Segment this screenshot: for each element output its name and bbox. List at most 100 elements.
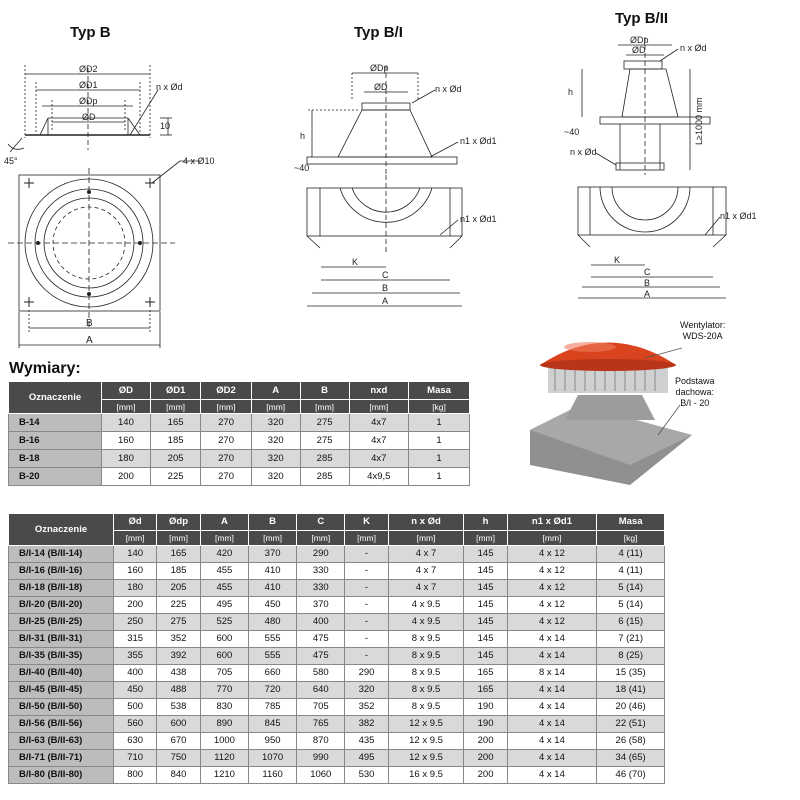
table-cell: - [344,647,389,665]
table-cell: 410 [247,562,298,580]
table-b1-b2: Oznaczenie Ød Ødp A B C K n x Ød h n1 x … [8,513,665,784]
table-cell: 392 [156,647,201,665]
table-cell: 185 [156,562,201,580]
table-cell: 275 [299,413,350,432]
table-cell: 200 [463,749,508,767]
table-cell: 8 x 9.5 [387,647,465,665]
table-cell: 4 x 14 [506,766,598,784]
table-b1-unit: [mm] [296,530,346,546]
row-designation: B/I-40 (B/II-40) [8,664,114,682]
table-cell: 145 [463,579,508,597]
table-cell: 710 [112,749,158,767]
table-b-unit: [kg] [408,399,470,414]
table-cell: 4 x 14 [506,681,598,699]
typ-b2-label-n1: n1 x Ød1 [720,211,757,221]
table-cell: 4 x 9.5 [387,613,465,631]
table-cell: 145 [463,562,508,580]
table-cell: 750 [156,749,201,767]
table-cell: 275 [299,431,350,450]
table-b1-unit: [mm] [344,530,389,546]
table-cell: 600 [199,630,250,648]
table-cell: 438 [156,664,201,682]
table-b1-header: A [199,513,250,531]
table-cell: 34 (65) [596,749,665,767]
row-designation: B/I-16 (B/II-16) [8,562,114,580]
table-cell: 165 [156,545,201,563]
table-cell: 4 x 7 [387,545,465,563]
table-b-header: nxd [348,381,410,400]
table-cell: 8 x 14 [506,664,598,682]
table-b-header: Masa [408,381,470,400]
table-cell: 1 [408,413,470,432]
table-cell: 4 x 12 [506,562,598,580]
table-cell: 4x9,5 [348,467,410,486]
table-b-header: ØD [101,381,151,400]
table-cell: 4 x 14 [506,698,598,716]
table-cell: 285 [299,467,350,486]
table-cell: 200 [463,732,508,750]
table-cell: 205 [156,579,201,597]
table-cell: 140 [101,413,151,432]
typ-b1-label-40: ~40 [294,163,309,173]
table-cell: - [344,545,389,563]
table-cell: 4 (11) [596,545,665,563]
table-cell: 555 [247,630,298,648]
table-b-unit: [mm] [250,399,301,414]
typ-b2-label-dp: ØDp [630,35,649,45]
row-designation: B/I-18 (B/II-18) [8,579,114,597]
table-b1-header: K [344,513,389,531]
table-cell: 190 [463,698,508,716]
table-cell: 1 [408,449,470,468]
table-cell: 845 [247,715,298,733]
table-cell: 370 [296,596,346,614]
table-cell: 180 [101,449,151,468]
table-cell: 705 [296,698,346,716]
row-designation: B/I-20 (B/II-20) [8,596,114,614]
table-cell: - [344,562,389,580]
table-cell: 475 [296,630,346,648]
typ-b2-label-b: B [644,278,650,288]
typ-b-title: Typ B [70,24,111,41]
table-cell: 495 [344,749,389,767]
typ-b1-label-n1b: n1 x Ød1 [460,214,497,224]
table-cell: 190 [463,715,508,733]
table-cell: 495 [199,596,250,614]
table-cell: 400 [112,664,158,682]
table-cell: 16 x 9.5 [387,766,465,784]
typ-b-label-d1: ØD1 [79,80,98,90]
table-b1-header: Ødp [156,513,201,531]
table-b-unit: [mm] [348,399,410,414]
row-designation: B-16 [8,431,102,450]
typ-b-label-d2: ØD2 [79,64,98,74]
table-b-header-row: Oznaczenie ØD ØD1 ØD2 A B nxd Masa [8,381,470,414]
table-cell: 475 [296,647,346,665]
table-cell: 20 (46) [596,698,665,716]
typ-b2-label-k: K [614,255,620,265]
table-cell: 26 (58) [596,732,665,750]
typ-b2-label-d: ØD [632,45,646,55]
typ-b2-label-a: A [644,289,650,299]
table-b: Oznaczenie ØD ØD1 ØD2 A B nxd Masa [mm] … [8,381,470,486]
table-cell: 225 [149,467,202,486]
table-cell: 285 [299,449,350,468]
table-b1-unit: [mm] [506,530,598,546]
table-cell: 4 x 14 [506,732,598,750]
table-cell: 765 [296,715,346,733]
typ-b2-label-l: L≥1000 mm [694,98,704,145]
table-cell: 990 [296,749,346,767]
table-b-header: ØD1 [149,381,202,400]
typ-b2-label-40: ~40 [564,127,579,137]
table-cell: 890 [199,715,250,733]
